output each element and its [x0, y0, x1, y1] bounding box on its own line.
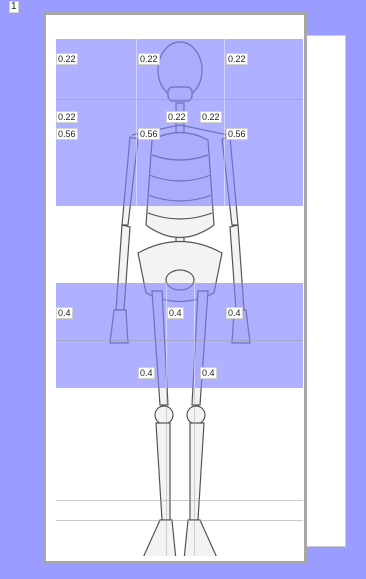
figure-area: 0.22 0.22 0.22 0.22 0.22 0.22 0.56 0.56 …: [56, 25, 303, 556]
left-foot: [142, 520, 176, 556]
value-label: 0.22: [56, 53, 78, 65]
value-label: 0.22: [200, 111, 222, 123]
value-label: 0.56: [56, 128, 78, 140]
value-label: 0.4: [200, 367, 217, 379]
value-label: 0.22: [166, 111, 188, 123]
right-tibia: [190, 423, 204, 520]
value-label: 0.4: [56, 307, 73, 319]
value-label: 0.22: [56, 111, 78, 123]
value-label: 0.56: [138, 128, 160, 140]
value-label: 0.22: [138, 53, 160, 65]
value-label: 0.4: [167, 307, 184, 319]
left-tibia: [156, 423, 170, 520]
back-panel: [306, 35, 346, 547]
image-frame: 0.22 0.22 0.22 0.22 0.22 0.22 0.56 0.56 …: [43, 12, 307, 564]
right-foot: [184, 520, 218, 556]
value-label: 0.22: [226, 53, 248, 65]
value-label: 0.4: [138, 367, 155, 379]
value-label: 0.56: [226, 128, 248, 140]
value-label: 0.4: [226, 307, 243, 319]
corner-tag: 1: [9, 1, 19, 13]
lower-overlay-band: [56, 283, 303, 388]
